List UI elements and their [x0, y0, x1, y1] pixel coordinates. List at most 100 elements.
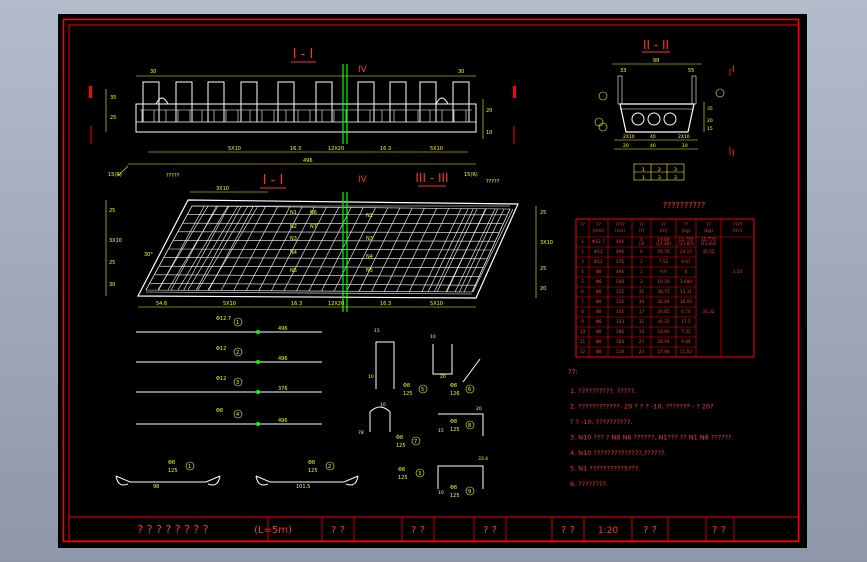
table-cell: Φ8	[595, 309, 601, 315]
table-cell: 2	[640, 259, 643, 265]
table-cell: 9	[581, 319, 584, 325]
shape-len: 125	[396, 443, 406, 449]
bar-spec: Φ12.7	[216, 316, 231, 322]
table-cell: 27	[639, 339, 645, 345]
table-cell: 28.94	[657, 339, 670, 345]
dim-text: 99	[653, 58, 659, 64]
dim-text: 30°	[144, 252, 153, 258]
table-cell: 9.84	[681, 339, 691, 345]
dim-text: 16.3	[380, 301, 391, 307]
mark-label: N6	[310, 210, 317, 216]
shape-no: 3	[418, 471, 421, 477]
stirrup	[207, 81, 225, 122]
table-cell: 126	[616, 299, 624, 305]
table-cell: 45.52	[702, 249, 715, 255]
table-cell: Φ8	[595, 339, 601, 345]
table-header: ??	[706, 222, 711, 228]
table-cell: 29.76	[657, 249, 670, 255]
table-cell: 31	[639, 289, 645, 295]
stirrup	[389, 81, 407, 122]
table-cell: 508	[616, 279, 624, 285]
shape-spec: Φ8	[450, 419, 457, 425]
tb-cell: ? ?	[643, 525, 657, 536]
dim-text: 98	[153, 484, 159, 490]
dim-text: 2X10	[678, 134, 690, 140]
dim-text: 16.3	[291, 301, 302, 307]
shape-len: 125	[450, 493, 460, 499]
table-cell: Φ12	[594, 259, 603, 265]
table-cell: 19.84	[657, 237, 670, 243]
dim-text: 20	[707, 118, 713, 124]
dim-text: 2	[658, 167, 661, 173]
shape-spec: Φ8	[398, 467, 405, 473]
dim-text: 25	[109, 208, 115, 214]
table-cell: 1.54	[733, 269, 743, 275]
shape-spec: Φ8	[168, 460, 175, 466]
table-cell: 6	[581, 289, 584, 295]
table-header: ????	[615, 222, 625, 228]
shape-len: 125	[308, 468, 318, 474]
mark-label: N2	[366, 213, 373, 219]
tb-cell: ? ?	[712, 525, 726, 536]
shape-len: 125	[398, 475, 408, 481]
dim-text: 78	[358, 430, 364, 436]
table-cell: (11.83)	[701, 241, 717, 247]
note-item: 1. ??????????, ?????.	[570, 387, 636, 395]
table-cell: Φ8	[595, 319, 601, 325]
dim-text: 1	[642, 167, 645, 173]
tb-cell: ? ?	[561, 525, 575, 536]
table-cell: Φ8	[595, 329, 601, 335]
dim-text: ?????	[486, 179, 500, 185]
stirrup	[452, 81, 470, 122]
bar-spec: Φ12	[216, 346, 226, 352]
view-plan: I - I III - III IV N1 N2 N3 N4 N5 N6 N7 …	[105, 171, 553, 312]
mark-label: N3	[366, 236, 373, 242]
notes: ??:1. ??????????, ?????.2. ????????????-…	[568, 368, 734, 488]
cad-drawing: I - I IV 30 30 5X10 16.3 12X20 16.3 5X10…	[62, 18, 800, 543]
table-title: ??????????	[663, 201, 705, 210]
table-cell: 31	[639, 319, 645, 325]
table-header: ??	[661, 222, 666, 228]
dim-text: 25	[540, 210, 546, 216]
bar-no: 1	[236, 320, 239, 326]
dim-text: 40	[650, 143, 656, 149]
shape-spec: Φ8	[450, 383, 457, 389]
bar-no: 4	[236, 412, 239, 418]
table-cell: 9.9	[660, 269, 667, 275]
shape-len: 125	[450, 427, 460, 433]
dim-text: 25	[540, 266, 546, 272]
dim-text: 20	[540, 286, 546, 292]
table-cell: 24	[639, 349, 645, 355]
table-cell: 12	[580, 349, 586, 355]
view-title-2: II - II	[643, 38, 669, 52]
dim-text: 30	[150, 69, 156, 75]
table-cell: 5	[581, 279, 584, 285]
table-cell: 27.94	[657, 349, 670, 355]
stirrup	[175, 81, 193, 122]
table-cell: 34	[639, 299, 645, 305]
cut-label-2: IV	[358, 175, 368, 185]
table-cell: 184	[616, 339, 624, 345]
table-cell: 7.52	[659, 259, 669, 265]
shape-spec: Φ8	[450, 485, 457, 491]
table-cell: 376	[616, 259, 624, 265]
table-header: ??	[580, 222, 585, 228]
table-cell: Φ12	[594, 249, 603, 255]
dim-text: 20	[440, 374, 446, 380]
dim-text: 30	[458, 69, 464, 75]
table-cell: 118	[616, 349, 624, 355]
dim-text: 10	[682, 143, 688, 149]
dim-text: 33.4	[478, 456, 488, 462]
dim-text: 496	[303, 158, 313, 164]
note-item: 3. N10 ??? ? N8 N6 ??????, N1??? ?? N1 N…	[570, 434, 734, 442]
dim-text: 55	[688, 68, 694, 74]
table-header: (m³)	[733, 228, 743, 234]
shape-len: 125	[168, 468, 178, 474]
inner-frame	[68, 24, 800, 518]
table-cell: 186	[616, 329, 624, 335]
tb-cell: ? ?	[411, 525, 425, 536]
table-header: (cm)	[615, 228, 626, 234]
table-cell: 15.31	[680, 289, 693, 295]
note-item: 6. ????????.	[570, 480, 608, 488]
